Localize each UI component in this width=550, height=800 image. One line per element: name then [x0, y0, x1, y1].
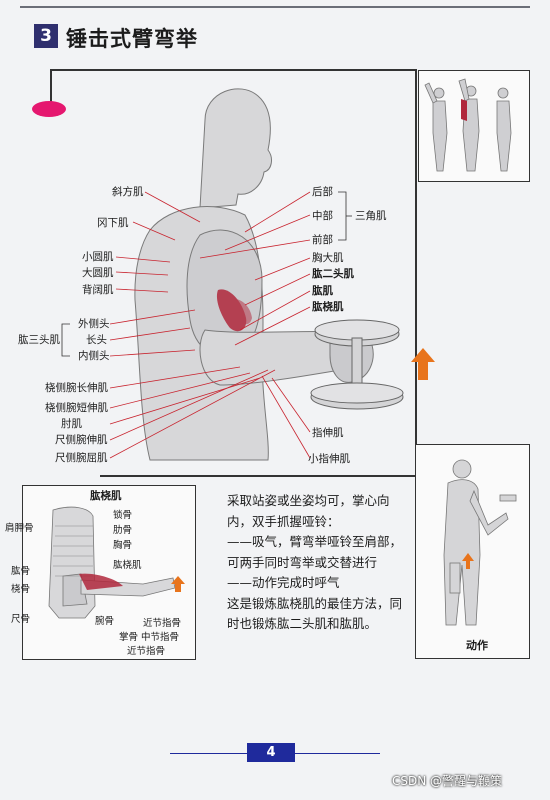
inset-title: 肱桡肌	[90, 490, 122, 502]
exercise-description: 采取站姿或坐姿均可，掌心向内，双手抓握哑铃： ——吸气，臂弯举哑铃至肩部，可两手…	[227, 491, 402, 635]
label-pectoralis: 胸大肌	[312, 252, 344, 264]
section-number: 3	[34, 24, 58, 48]
label-deltoid: 三角肌	[355, 210, 387, 222]
inset-label-scapula: 肩胛骨	[5, 523, 34, 534]
label-fcu: 尺侧腕屈肌	[55, 452, 108, 464]
page-title: 锤击式臂弯举	[66, 27, 198, 51]
description-line-2: ——吸气，臂弯举哑铃至肩部，可两手同时弯举或交替进行	[227, 534, 403, 570]
label-extensor-digitorum: 指伸肌	[312, 427, 344, 439]
inset-skeleton	[48, 506, 185, 619]
label-biceps: 肱二头肌	[312, 268, 354, 280]
inset-label-ribs: 肋骨	[113, 525, 133, 536]
label-ecr-brevis: 桡侧腕短伸肌	[45, 402, 108, 414]
label-extensor-digiti-minimi: 小指伸肌	[308, 453, 350, 465]
label-long-head: 长头	[86, 334, 107, 346]
frame-line-right	[415, 69, 417, 475]
action-figure	[443, 459, 517, 626]
inset-label-sternum: 胸骨	[113, 540, 133, 551]
frame-line-left	[50, 70, 52, 108]
inset-label-brachioradialis: 肱桡肌	[113, 560, 142, 571]
brachioradialis-inset: 肱桡肌 锁骨 肋骨 胸骨 肱桡肌 肩胛骨 肱骨 桡骨 尺骨 腕骨 掌骨 近节指骨…	[5, 485, 196, 660]
inset-label-proximal-phalanx-2: 近节指骨	[127, 646, 166, 657]
page-number: 4	[247, 743, 295, 762]
label-ecr-longus: 桡侧腕长伸肌	[45, 382, 108, 394]
description-line-3: ——动作完成时呼气	[227, 575, 340, 590]
sequence-thumbnail	[418, 70, 530, 182]
inset-label-metacarpals: 掌骨	[119, 632, 139, 643]
dumbbell	[310, 319, 404, 410]
frame-line-top	[50, 69, 416, 71]
label-latissimus: 背阔肌	[82, 284, 114, 296]
label-posterior-deltoid: 后部	[312, 186, 333, 198]
watermark: CSDN @警醒与鞭策	[392, 774, 503, 788]
inset-label-middle-phalanx: 中节指骨	[141, 632, 180, 643]
label-anconeus: 肘肌	[61, 418, 82, 430]
description-line-1: 采取站姿或坐姿均可，掌心向内，双手抓握哑铃：	[227, 493, 390, 529]
label-brachioradialis: 肱桡肌	[312, 301, 344, 313]
label-brachialis: 肱肌	[312, 285, 333, 297]
label-teres-major: 大圆肌	[82, 267, 114, 279]
inset-label-radius: 桡骨	[11, 584, 31, 595]
up-arrow-main	[411, 348, 435, 380]
description-line-4: 这是锻炼肱桡肌的最佳方法，同时也锻炼肱二头肌和肱肌。	[227, 595, 403, 632]
inset-label-carpals: 腕骨	[95, 616, 115, 627]
inset-label-clavicle: 锁骨	[113, 510, 133, 521]
label-middle-deltoid: 中部	[312, 210, 333, 222]
sequence-figures	[424, 78, 512, 172]
label-medial-head: 内侧头	[78, 350, 110, 362]
inset-label-ulna: 尺骨	[11, 614, 31, 625]
accent-oval	[32, 101, 66, 117]
top-rule	[20, 6, 530, 8]
label-ecu: 尺侧腕伸肌	[55, 434, 108, 446]
frame-line-bottom	[100, 475, 416, 477]
action-figure-box: 动作	[415, 444, 530, 659]
label-trapezius: 斜方肌	[112, 186, 144, 198]
inset-label-proximal-phalanx-1: 近节指骨	[143, 618, 182, 629]
label-teres-minor: 小圆肌	[82, 251, 114, 263]
label-anterior-deltoid: 前部	[312, 234, 333, 246]
inset-label-humerus: 肱骨	[11, 566, 31, 577]
action-caption: 动作	[466, 639, 488, 652]
label-infraspinatus: 冈下肌	[97, 217, 129, 229]
label-lateral-head: 外侧头	[78, 318, 110, 330]
label-triceps: 肱三头肌	[18, 334, 60, 346]
